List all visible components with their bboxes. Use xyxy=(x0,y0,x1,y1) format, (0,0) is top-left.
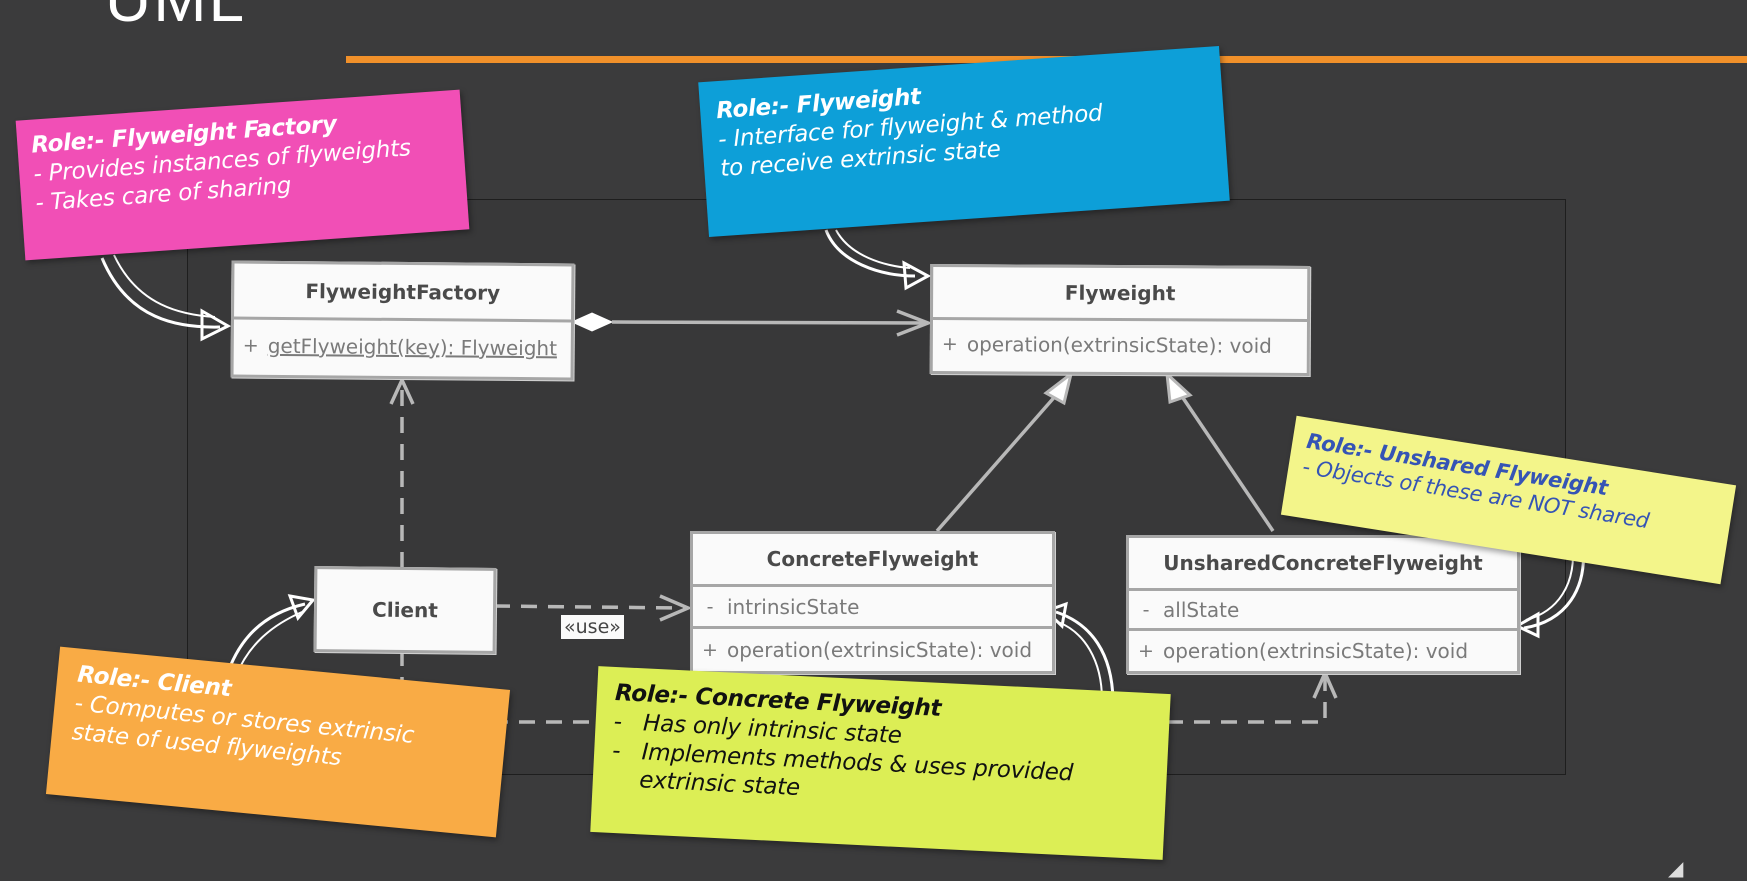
callout-arrow-factory xyxy=(100,254,232,342)
attribute: intrinsicState xyxy=(727,594,860,619)
class-unshared-concrete-flyweight[interactable]: UnsharedConcreteFlyweight - allState + o… xyxy=(1126,535,1520,674)
class-name: ConcreteFlyweight xyxy=(693,534,1052,587)
dependency-client-factory xyxy=(389,375,415,568)
inheritance-concrete-connector xyxy=(935,370,1074,533)
visibility-marker: - xyxy=(1142,598,1150,621)
class-flyweight[interactable]: Flyweight + operation(extrinsicState): v… xyxy=(929,264,1311,376)
method-signature: getFlyweight(key): Flyweight xyxy=(267,333,558,361)
class-client[interactable]: Client xyxy=(313,566,497,654)
dependency-client-concrete xyxy=(493,594,693,622)
class-name: UnsharedConcreteFlyweight xyxy=(1129,538,1517,591)
inheritance-unshared-connector xyxy=(1165,370,1275,532)
method-signature: operation(extrinsicState): void xyxy=(727,638,1033,662)
class-concrete-flyweight[interactable]: ConcreteFlyweight - intrinsicState + ope… xyxy=(690,531,1055,674)
visibility-marker: + xyxy=(941,333,958,356)
class-name: Client xyxy=(371,597,438,623)
visibility-marker: + xyxy=(242,334,259,357)
class-attribute-row: - allState xyxy=(1129,591,1517,631)
attribute: allState xyxy=(1163,597,1240,622)
slide-title: UML xyxy=(105,0,246,36)
class-method-row: + operation(extrinsicState): void xyxy=(1129,631,1517,671)
class-name: FlyweightFactory xyxy=(234,263,572,323)
note-concrete-flyweight: Role:- Concrete Flyweight - Has only int… xyxy=(590,666,1171,860)
callout-arrow-concrete xyxy=(1043,601,1115,701)
brand-logo-icon: ◢ xyxy=(1668,858,1684,880)
aggregation-connector xyxy=(570,309,933,337)
method-signature: operation(extrinsicState): void xyxy=(966,332,1272,358)
class-attribute-row: - intrinsicState xyxy=(693,587,1052,629)
class-method-row: + operation(extrinsicState): void xyxy=(933,320,1307,370)
class-method-row: + operation(extrinsicState): void xyxy=(693,629,1052,671)
visibility-marker: - xyxy=(706,595,714,618)
method-signature: operation(extrinsicState): void xyxy=(1163,639,1469,663)
use-stereotype-label: «use» xyxy=(561,615,624,639)
class-flyweight-factory[interactable]: FlyweightFactory + getFlyweight(key): Fl… xyxy=(230,260,575,381)
class-name: Flyweight xyxy=(932,267,1308,322)
class-method-row: + getFlyweight(key): Flyweight xyxy=(234,320,571,375)
visibility-marker: + xyxy=(702,639,718,661)
callout-arrow-flyweight xyxy=(824,229,932,291)
visibility-marker: + xyxy=(1138,640,1154,662)
